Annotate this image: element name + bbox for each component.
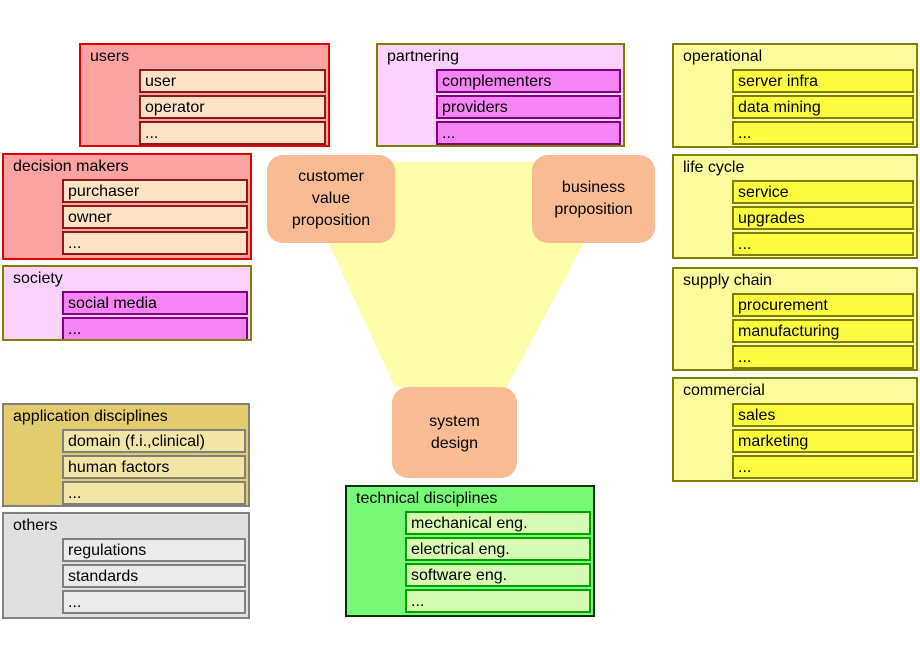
node-business-proposition: business proposition	[532, 155, 655, 243]
group-title: society	[13, 270, 63, 287]
group-item-list: mechanical eng.electrical eng.software e…	[405, 511, 591, 613]
group-title: decision makers	[13, 158, 129, 175]
list-item: ...	[732, 345, 914, 369]
list-item: ...	[732, 121, 914, 145]
group-title: supply chain	[683, 272, 772, 289]
list-item: data mining	[732, 95, 914, 119]
list-item: operator	[139, 95, 326, 119]
list-item: manufacturing	[732, 319, 914, 343]
list-item: ...	[62, 481, 246, 505]
list-item: procurement	[732, 293, 914, 317]
list-item: owner	[62, 205, 248, 229]
list-item: purchaser	[62, 179, 248, 203]
group-title: application disciplines	[13, 408, 168, 425]
list-item: social media	[62, 291, 248, 315]
node-customer-value-proposition: customer value proposition	[267, 155, 395, 243]
group-title: technical disciplines	[356, 490, 498, 507]
group-title: others	[13, 517, 58, 534]
group-title: users	[90, 48, 130, 65]
list-item: ...	[436, 121, 621, 145]
group-society: society social media...	[2, 265, 252, 341]
group-title: life cycle	[683, 159, 745, 176]
list-item: service	[732, 180, 914, 204]
list-item: electrical eng.	[405, 537, 591, 561]
list-item: software eng.	[405, 563, 591, 587]
group-item-list: domain (f.i.,clinical)human factors...	[62, 429, 246, 505]
list-item: standards	[62, 564, 246, 588]
list-item: ...	[405, 589, 591, 613]
list-item: ...	[732, 455, 914, 479]
list-item: ...	[62, 590, 246, 614]
group-application-disciplines: application disciplines domain (f.i.,cli…	[2, 403, 250, 507]
list-item: upgrades	[732, 206, 914, 230]
list-item: providers	[436, 95, 621, 119]
group-title: commercial	[683, 382, 765, 399]
list-item: sales	[732, 403, 914, 427]
list-item: ...	[62, 231, 248, 255]
list-item: ...	[139, 121, 326, 145]
list-item: ...	[732, 232, 914, 256]
list-item: human factors	[62, 455, 246, 479]
group-item-list: social media...	[62, 291, 248, 339]
list-item: ...	[62, 317, 248, 339]
list-item: server infra	[732, 69, 914, 93]
list-item: complementers	[436, 69, 621, 93]
list-item: user	[139, 69, 326, 93]
list-item: marketing	[732, 429, 914, 453]
list-item: mechanical eng.	[405, 511, 591, 535]
node-system-design: system design	[392, 387, 517, 478]
list-item: regulations	[62, 538, 246, 562]
group-technical-disciplines: technical disciplines mechanical eng.ele…	[345, 485, 595, 617]
list-item: domain (f.i.,clinical)	[62, 429, 246, 453]
group-title: partnering	[387, 48, 460, 65]
group-title: operational	[683, 48, 763, 65]
